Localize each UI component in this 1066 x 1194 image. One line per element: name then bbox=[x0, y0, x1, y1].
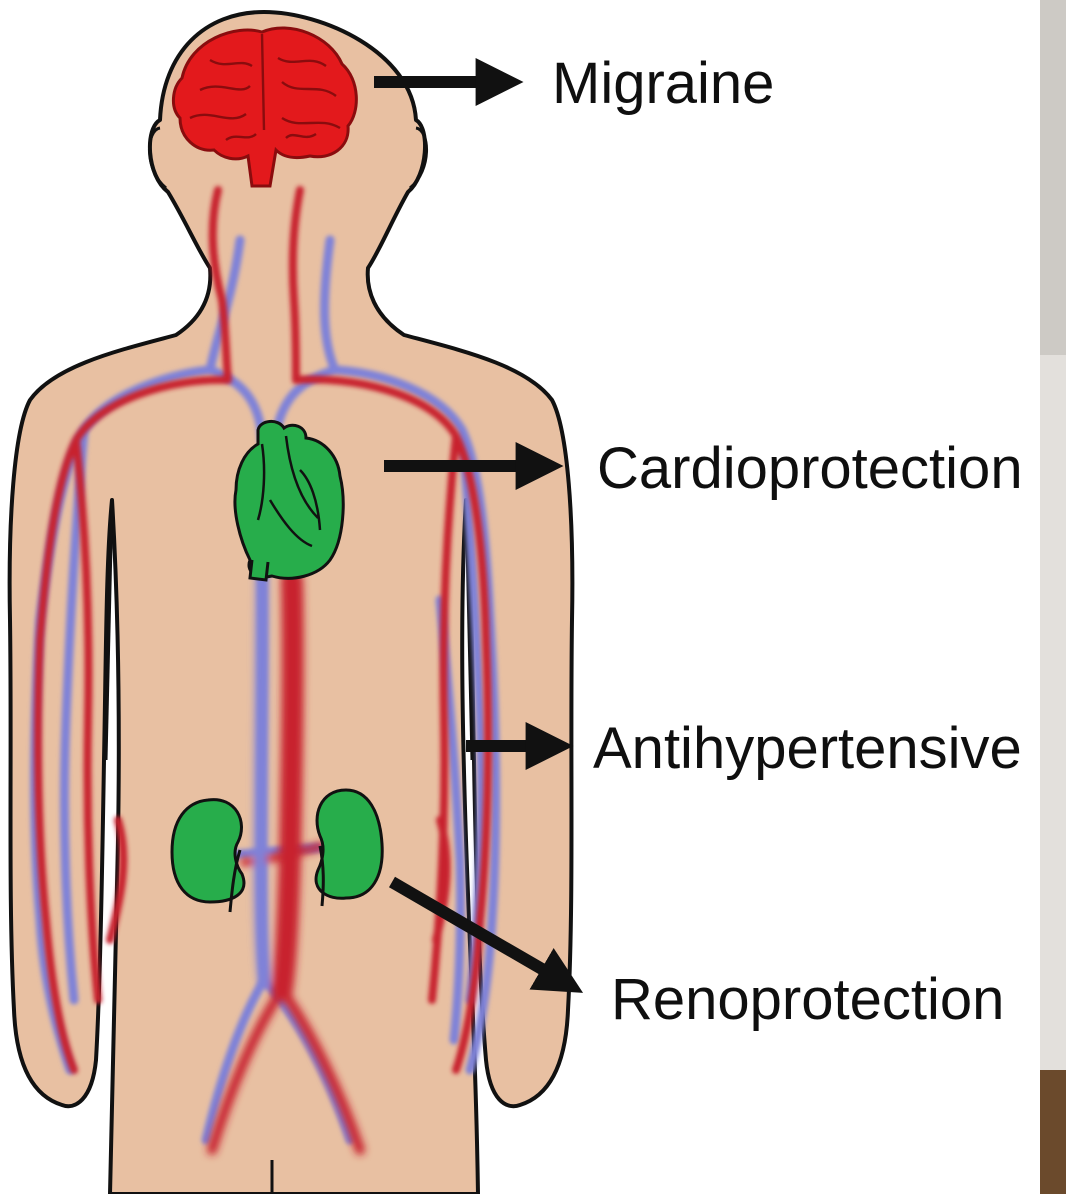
background-panel bbox=[1040, 0, 1066, 1194]
label-cardioprotection: Cardioprotection bbox=[597, 436, 1023, 501]
label-antihypertensive: Antihypertensive bbox=[593, 716, 1022, 781]
label-migraine: Migraine bbox=[552, 51, 774, 116]
label-renoprotection: Renoprotection bbox=[611, 967, 1004, 1032]
